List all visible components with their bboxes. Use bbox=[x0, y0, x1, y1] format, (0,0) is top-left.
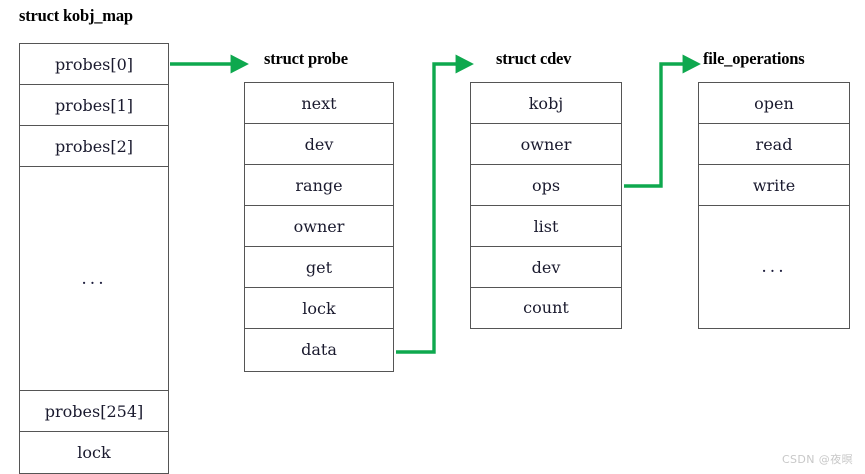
field-row: probes[2] bbox=[20, 126, 168, 167]
field-row: open bbox=[699, 83, 849, 124]
field-row: kobj bbox=[471, 83, 621, 124]
field-row: next bbox=[245, 83, 393, 124]
struct-title-probe: struct probe bbox=[264, 49, 348, 68]
struct-box-file-operations: open read write ... bbox=[698, 82, 850, 329]
field-row: get bbox=[245, 247, 393, 288]
field-row-ellipsis: ... bbox=[20, 167, 168, 391]
csdn-watermark: CSDN @夜暝 bbox=[781, 453, 853, 466]
field-row: read bbox=[699, 124, 849, 165]
field-row: owner bbox=[245, 206, 393, 247]
field-row: write bbox=[699, 165, 849, 206]
field-row: probes[254] bbox=[20, 391, 168, 432]
field-row: data bbox=[245, 329, 393, 370]
connector-ops-to-file-operations bbox=[624, 54, 701, 188]
field-row: range bbox=[245, 165, 393, 206]
field-row: probes[1] bbox=[20, 85, 168, 126]
connector-data-to-cdev bbox=[396, 54, 474, 354]
struct-box-kobj-map: probes[0] probes[1] probes[2] ... probes… bbox=[19, 43, 169, 474]
field-row: probes[0] bbox=[20, 44, 168, 85]
field-row-ellipsis: ... bbox=[699, 206, 849, 327]
struct-title-kobj-map: struct kobj_map bbox=[19, 6, 133, 25]
field-row: ops bbox=[471, 165, 621, 206]
struct-box-probe: next dev range owner get lock data bbox=[244, 82, 394, 372]
field-row: lock bbox=[245, 288, 393, 329]
field-row: dev bbox=[245, 124, 393, 165]
struct-box-cdev: kobj owner ops list dev count bbox=[470, 82, 622, 329]
field-row: lock bbox=[20, 432, 168, 472]
field-row: count bbox=[471, 288, 621, 327]
field-row: owner bbox=[471, 124, 621, 165]
struct-title-cdev: struct cdev bbox=[496, 49, 572, 68]
field-row: list bbox=[471, 206, 621, 247]
field-row: dev bbox=[471, 247, 621, 288]
struct-title-file-operations: file_operations bbox=[703, 49, 805, 68]
